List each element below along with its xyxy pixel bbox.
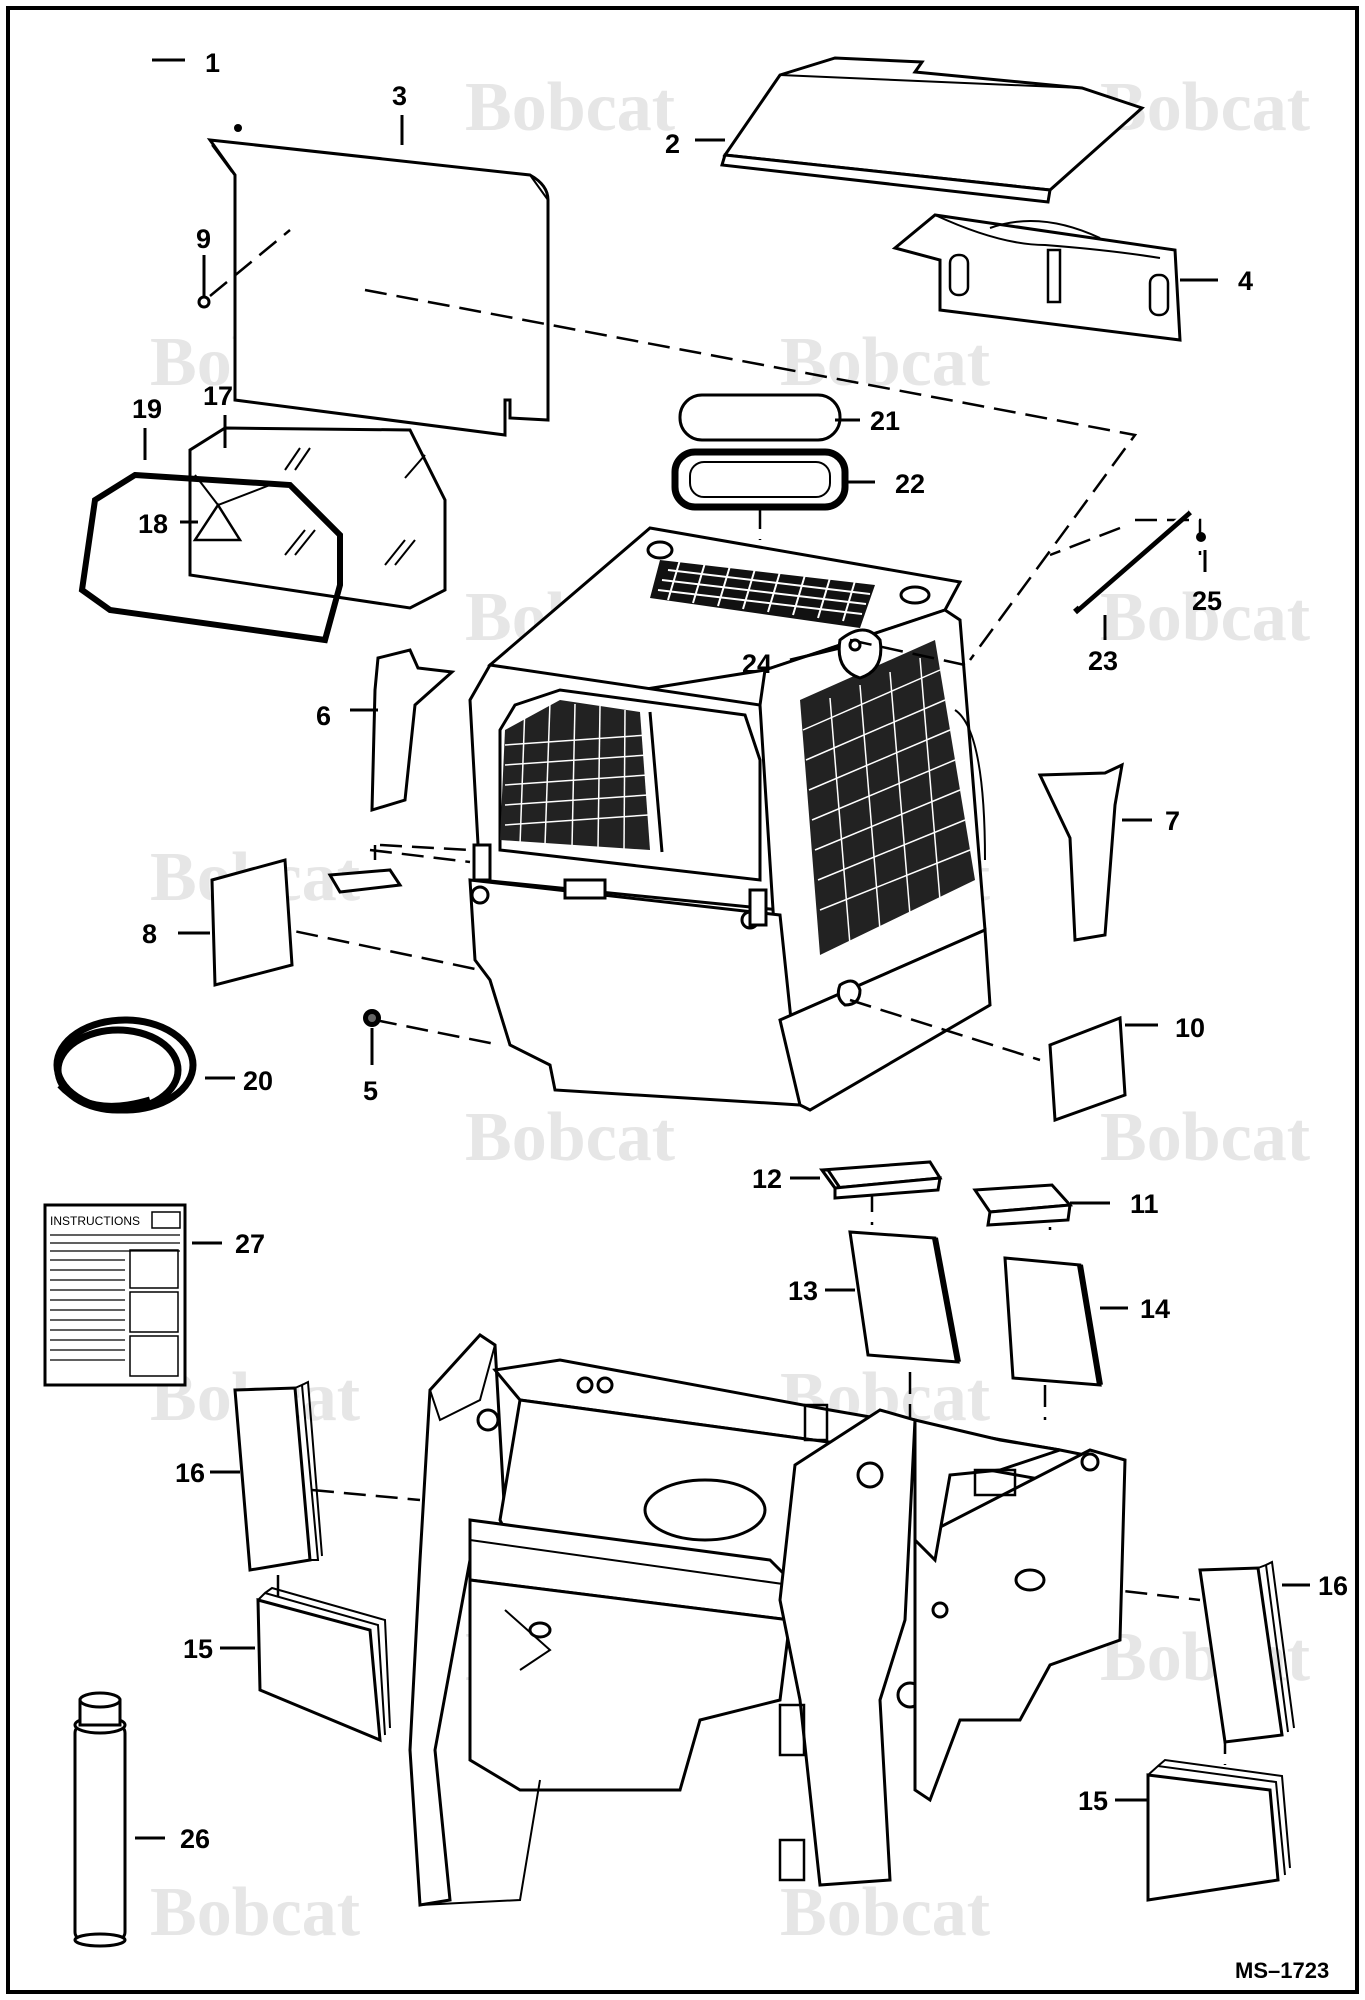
callout-20: 20 (243, 1066, 273, 1096)
part-17-door-glass (188, 426, 447, 610)
part-20-seal-coil (53, 1016, 197, 1114)
callout-1: 1 (205, 48, 220, 78)
part-21-top-window (678, 393, 842, 442)
watermark: Bobcat (1100, 579, 1310, 656)
part-2-top-panel (720, 56, 1145, 204)
drawing-number: MS–1723 (1235, 1958, 1329, 1983)
callout-8: 8 (142, 919, 157, 949)
part-10-pad (1048, 1015, 1127, 1123)
part-25-screw (1196, 532, 1206, 542)
callout-15-left: 15 (183, 1634, 213, 1664)
watermark: Bobcat (780, 324, 990, 401)
part-18-decal (192, 474, 271, 542)
callout-16-right: 16 (1318, 1571, 1348, 1601)
roof-grille (650, 559, 875, 628)
callout-14: 14 (1140, 1294, 1170, 1324)
callout-leaders (135, 58, 1310, 1840)
callout-9: 9 (196, 224, 211, 254)
part-5-grommet (363, 1009, 381, 1027)
callout-13: 13 (788, 1276, 818, 1306)
callout-21: 21 (870, 406, 900, 436)
watermark: Bobcat (465, 69, 675, 146)
callout-18: 18 (138, 509, 168, 539)
part-13-pad (848, 1230, 961, 1364)
callout-24: 24 (742, 649, 772, 679)
callout-2: 2 (665, 129, 680, 159)
callout-labels: 1 2 3 4 5 6 7 8 9 10 11 12 13 14 15 15 1… (132, 48, 1348, 1854)
callout-5: 5 (363, 1076, 378, 1106)
callout-22: 22 (895, 469, 925, 499)
diagram-border (6, 6, 1359, 1994)
part-12-pad (819, 1160, 943, 1200)
part-6-trim (370, 648, 456, 813)
part-16-right-pad (1198, 1560, 1295, 1744)
callout-15-right: 15 (1078, 1786, 1108, 1816)
callout-25: 25 (1192, 586, 1222, 616)
part-22-top-seal (671, 448, 849, 511)
part-7-trim (1037, 762, 1124, 942)
chassis-frame (408, 1333, 1127, 1907)
part-3-rear-panel (206, 124, 550, 437)
part-16-left-pad (233, 1380, 323, 1572)
callout-12: 12 (752, 1164, 782, 1194)
part-27-instructions: INSTRUCTIONS (43, 1203, 187, 1387)
callout-27: 27 (235, 1229, 265, 1259)
callout-23: 23 (1088, 646, 1118, 676)
watermark: Bobcat (780, 1874, 990, 1951)
part-24-plug (848, 638, 862, 652)
callout-3: 3 (392, 81, 407, 111)
part-19-door-seal (78, 471, 343, 644)
callout-7: 7 (1165, 806, 1180, 836)
part-4-bracket (891, 213, 1182, 342)
part-26-aerosol-can (73, 1691, 127, 1948)
watermark: Bobcat (1100, 1099, 1310, 1176)
part-15-right-pad (1146, 1758, 1291, 1902)
cab-assembly (468, 526, 992, 1112)
callout-6: 6 (316, 701, 331, 731)
callout-4: 4 (1238, 266, 1253, 296)
instructions-label: INSTRUCTIONS (50, 1214, 140, 1228)
callout-10: 10 (1175, 1013, 1205, 1043)
part-23-strip (1073, 509, 1192, 615)
callout-19: 19 (132, 394, 162, 424)
callout-16-left: 16 (175, 1458, 205, 1488)
part-11-pad (972, 1183, 1074, 1227)
part-15-left-pad (256, 1586, 391, 1743)
watermark: Bobcat (465, 1099, 675, 1176)
part-14-pad (1003, 1256, 1103, 1387)
callout-26: 26 (180, 1824, 210, 1854)
watermark: Bobcat (150, 1874, 360, 1951)
part-foam-small (327, 868, 403, 894)
callout-17: 17 (203, 381, 233, 411)
part-8-pad (210, 858, 294, 987)
callout-11: 11 (1130, 1189, 1159, 1219)
